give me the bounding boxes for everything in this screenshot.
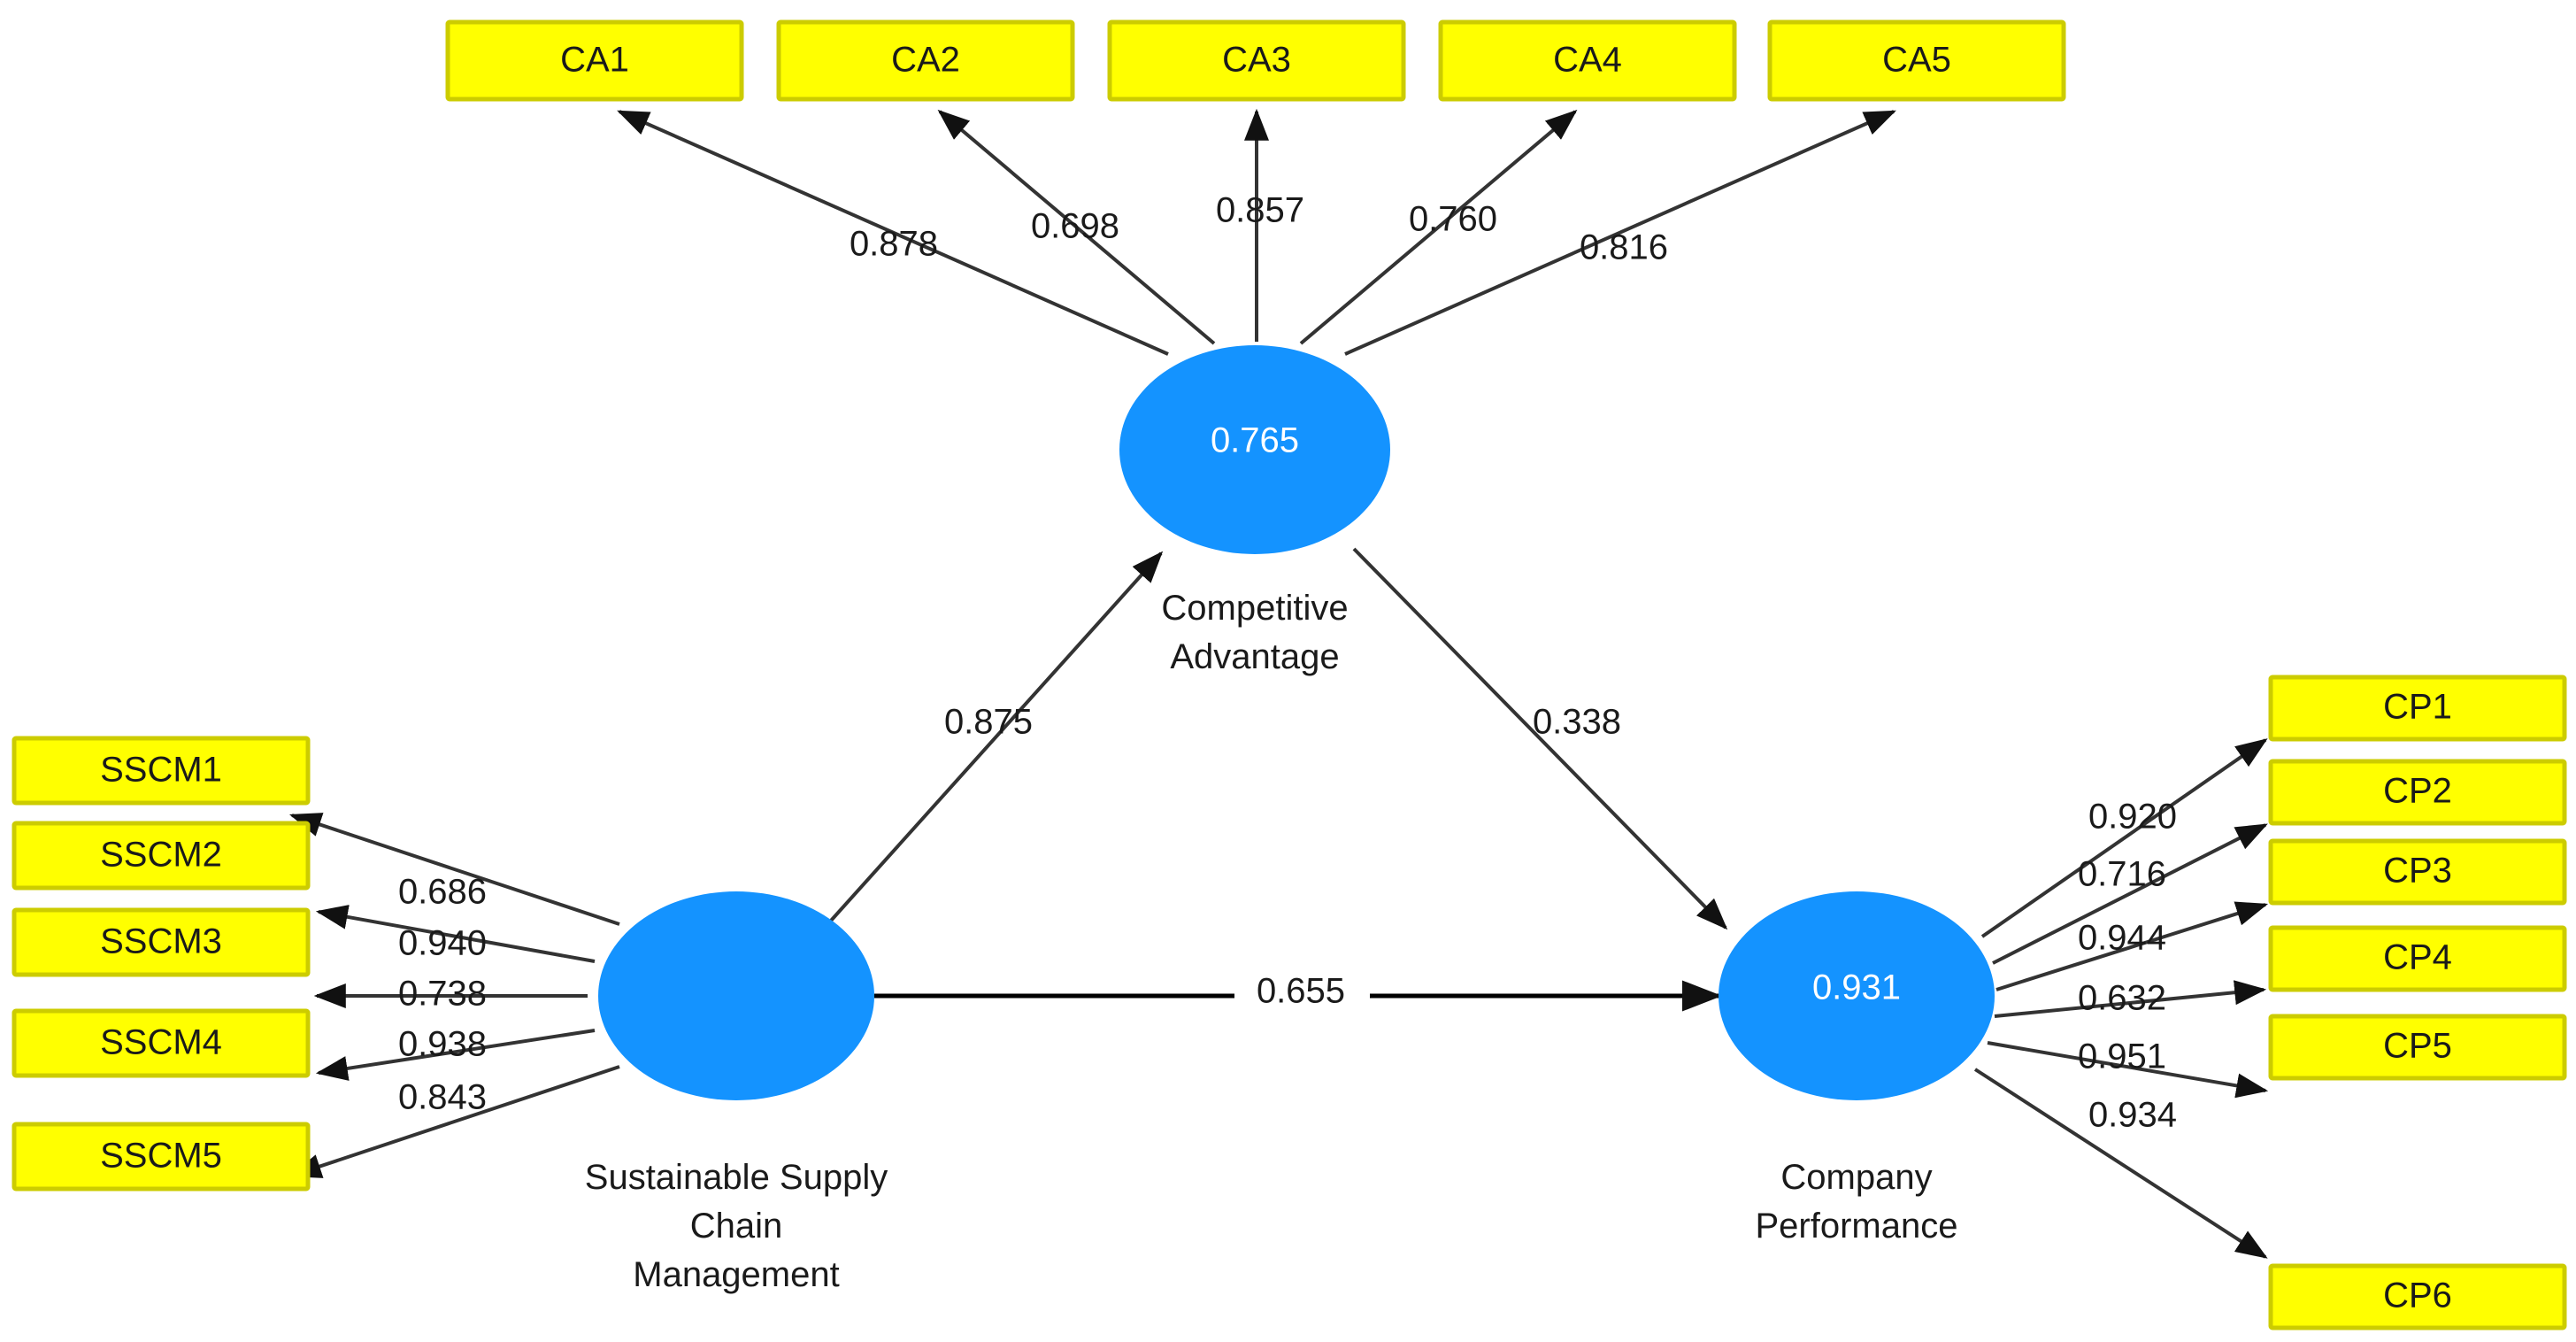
path-cp-to-cp6 [1973, 1068, 2268, 1259]
construct-caption-line2: Chain [690, 1207, 783, 1246]
path-cp-to-cp3 [1995, 901, 2269, 991]
construct-r2-value: 0.765 [1211, 421, 1299, 460]
indicator-box-cp1[interactable]: CP1 [2268, 675, 2567, 742]
indicator-box-cp2[interactable]: CP2 [2268, 759, 2567, 826]
loading-label-sscm4: 0.938 [398, 1025, 487, 1064]
construct-caption-line2: Advantage [1170, 637, 1339, 676]
indicator-label: CP1 [2383, 688, 2452, 727]
loading-label-sscm3: 0.738 [398, 975, 487, 1014]
path-cp-to-cp5 [1987, 1041, 2269, 1099]
indicator-label: SSCM5 [100, 1137, 222, 1176]
path-sscm-to-sscm2 [315, 905, 596, 963]
path-coefficient-ca-to-cp: 0.338 [1533, 703, 1621, 742]
structural-path-sscm-to-ca: 0.875 [821, 551, 1164, 931]
loading-label-ca4: 0.760 [1409, 200, 1497, 239]
indicator-label: CP5 [2383, 1027, 2452, 1066]
indicator-box-ca5[interactable]: CA5 [1767, 19, 2066, 102]
loading-label-sscm1: 0.686 [398, 873, 487, 912]
indicator-box-sscm3[interactable]: SSCM3 [12, 907, 311, 977]
loading-label-ca3: 0.857 [1216, 191, 1304, 230]
path-sscm-to-sscm4 [315, 1029, 596, 1081]
loading-label-cp6: 0.934 [2088, 1096, 2177, 1135]
path-coefficient-sscm-to-cp: 0.655 [1257, 972, 1345, 1011]
indicator-label: SSCM3 [100, 922, 222, 961]
ca-measurement-paths [617, 108, 1896, 356]
cp-measurement-paths [1973, 738, 2269, 1259]
indicator-box-cp4[interactable]: CP4 [2268, 925, 2567, 992]
path-line-ca-to-cp [1352, 547, 1728, 930]
loading-label-cp3: 0.944 [2078, 919, 2166, 958]
path-coefficient-sscm-to-ca: 0.875 [944, 703, 1033, 742]
indicator-label: CP2 [2383, 772, 2452, 811]
indicator-box-cp3[interactable]: CP3 [2268, 838, 2567, 906]
indicator-label: CA2 [891, 41, 960, 80]
path-ca-to-ca5 [1344, 110, 1896, 356]
cp-loading-labels: 0.920 0.716 0.944 0.632 0.951 0.934 [2078, 798, 2177, 1135]
indicator-box-sscm1[interactable]: SSCM1 [12, 736, 311, 806]
construct-competitive-advantage[interactable]: 0.765 Competitive Advantage [1119, 345, 1390, 676]
indicator-label: CA5 [1882, 41, 1951, 80]
construct-caption-line2: Performance [1756, 1207, 1958, 1246]
cp-indicators: CP1 CP2 CP3 CP4 CP5 CP6 [2268, 675, 2567, 1330]
construct-caption-line3: Management [633, 1255, 839, 1294]
indicator-label: CP3 [2383, 852, 2452, 891]
construct-company-performance[interactable]: 0.931 Company Performance [1719, 891, 1995, 1246]
sscm-measurement-paths [288, 813, 620, 1178]
construct-sustainable-supply-chain-management[interactable]: Sustainable Supply Chain Management [585, 891, 888, 1294]
loading-label-ca1: 0.878 [850, 225, 938, 264]
path-cp-to-cp4 [1994, 980, 2267, 1018]
indicator-label: SSCM2 [100, 836, 222, 875]
ca-indicators: CA1 CA2 CA3 CA4 CA5 [445, 19, 2066, 102]
path-cp-to-cp1 [1980, 738, 2268, 938]
construct-caption-line1: Company [1780, 1158, 1932, 1197]
indicator-box-ca3[interactable]: CA3 [1107, 19, 1406, 102]
indicator-box-cp5[interactable]: CP5 [2268, 1014, 2567, 1081]
indicator-label: SSCM1 [100, 751, 222, 790]
construct-caption-line1: Sustainable Supply [585, 1158, 888, 1197]
path-ca-to-ca1 [617, 110, 1169, 356]
loading-label-cp5: 0.951 [2078, 1037, 2166, 1076]
loading-label-ca5: 0.816 [1580, 228, 1668, 267]
path-sscm-to-sscm1 [288, 813, 620, 926]
loading-label-sscm2: 0.940 [398, 924, 487, 963]
ca-loading-labels: 0.878 0.698 0.857 0.760 0.816 [850, 191, 1668, 267]
indicator-label: CP4 [2383, 938, 2452, 977]
indicator-label: SSCM4 [100, 1023, 222, 1062]
loading-label-sscm5: 0.843 [398, 1078, 487, 1117]
path-ca-to-ca2 [937, 109, 1216, 345]
loading-label-cp1: 0.920 [2088, 798, 2177, 837]
indicator-label: CA1 [560, 41, 629, 80]
indicator-box-sscm5[interactable]: SSCM5 [12, 1122, 311, 1192]
path-line-sscm-to-ca [821, 551, 1164, 931]
indicator-box-ca1[interactable]: CA1 [445, 19, 744, 102]
sscm-loading-labels: 0.686 0.940 0.738 0.938 0.843 [398, 873, 487, 1117]
indicator-box-ca4[interactable]: CA4 [1438, 19, 1737, 102]
path-cp-to-cp2 [1992, 823, 2268, 965]
structural-path-ca-to-cp: 0.338 [1352, 547, 1728, 930]
sscm-indicators: SSCM1 SSCM2 SSCM3 SSCM4 SSCM5 [12, 736, 311, 1192]
indicator-box-sscm2[interactable]: SSCM2 [12, 821, 311, 891]
indicator-label: CA3 [1222, 41, 1291, 80]
indicator-box-sscm4[interactable]: SSCM4 [12, 1008, 311, 1078]
loading-label-cp4: 0.632 [2078, 979, 2166, 1018]
indicator-box-cp6[interactable]: CP6 [2268, 1263, 2567, 1330]
indicator-label: CP6 [2383, 1276, 2452, 1315]
path-sscm-to-sscm5 [288, 1065, 620, 1178]
loading-label-ca2: 0.698 [1031, 207, 1119, 246]
path-ca-to-ca4 [1299, 109, 1578, 345]
structural-path-sscm-to-cp: 0.655 [874, 972, 1723, 1012]
indicator-box-ca2[interactable]: CA2 [776, 19, 1075, 102]
construct-caption-line1: Competitive [1161, 589, 1348, 628]
indicator-label: CA4 [1553, 41, 1622, 80]
loading-label-cp2: 0.716 [2078, 855, 2166, 894]
construct-r2-value: 0.931 [1812, 968, 1901, 1007]
